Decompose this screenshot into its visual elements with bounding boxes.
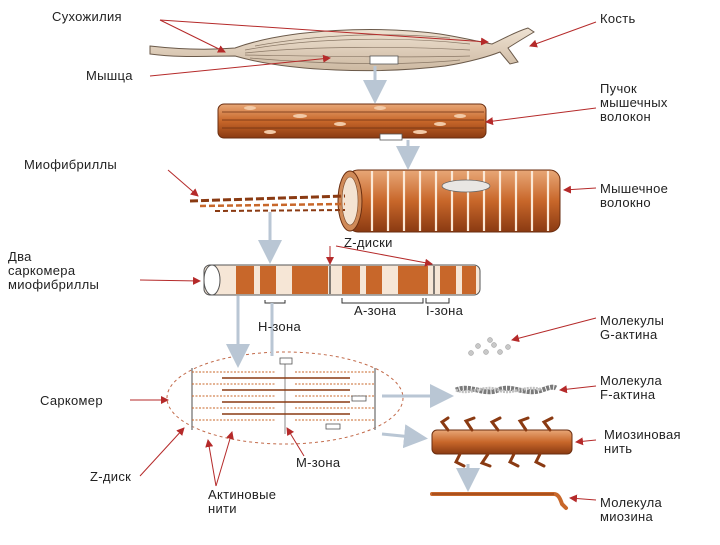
label-z-disc: Z-диск [90,470,131,484]
fiber-bundle [218,104,486,140]
f-actin-molecule [456,387,556,392]
label-actin-filaments: Актиновые нити [208,488,276,516]
label-two-sarcomeres: Два саркомера миофибриллы [8,250,99,292]
label-muscle-fiber: Мышечное волокно [600,182,668,210]
g-actin-molecules [469,338,511,356]
label-myosin-molecule: Молекула миозина [600,496,662,524]
label-h-zone: Н-зона [258,320,301,334]
section-marker-muscle [370,56,398,64]
muscle-fiber [338,170,560,232]
label-fiber-bundle: Пучок мышечных волокон [600,82,668,124]
label-z-discs: Z-диски [344,236,393,250]
label-sarcomere: Саркомер [40,394,103,408]
section-marker-bundle [380,134,402,140]
label-myosin-filament: Миозиновая нить [604,428,681,456]
label-f-actin: Молекула F-актина [600,374,662,402]
label-i-zone: I-зона [426,304,463,318]
nucleus [442,180,490,192]
label-bone: Кость [600,12,636,26]
label-muscle: Мышца [86,69,133,83]
whole-muscle [150,28,534,71]
label-tendons: Сухожилия [52,10,122,24]
label-a-zone: А-зона [354,304,396,318]
label-myofibrils: Миофибриллы [24,158,117,172]
label-g-actin: Молекулы G-актина [600,314,664,342]
label-m-zone: М-зона [296,456,340,470]
myofibril-strands [190,196,345,211]
myosin-molecule-shape [432,494,566,508]
myofibril-cylinder [204,265,480,303]
sarcomere-detail [167,352,403,444]
myosin-filament-shape [432,418,572,466]
